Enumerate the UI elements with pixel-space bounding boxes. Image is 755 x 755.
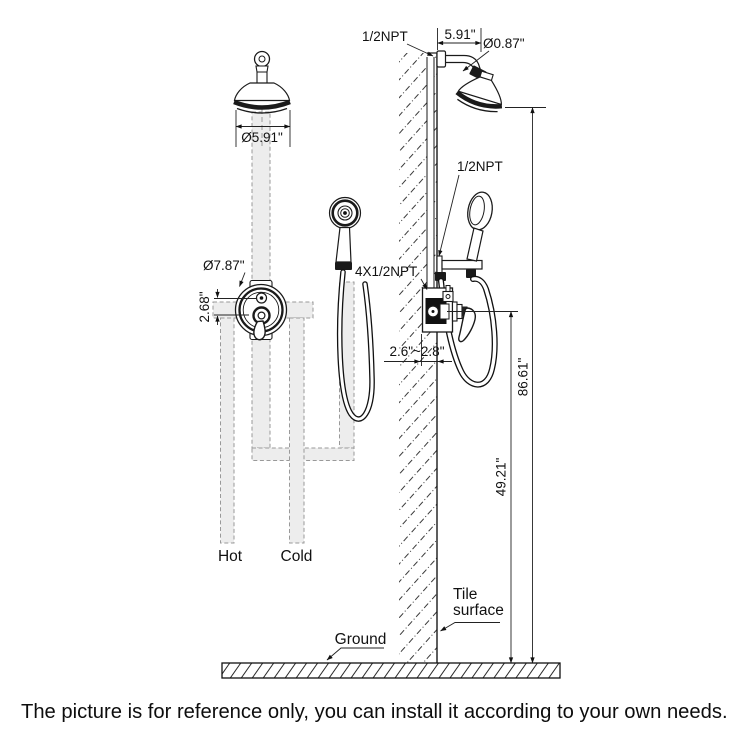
overhead-shower-front [233, 50, 291, 149]
hose-side-core [439, 277, 497, 387]
bracket-wall-flange [436, 255, 443, 275]
npt-4x-label: 4X1/2NPT [355, 264, 417, 279]
shower-head-side [455, 70, 503, 113]
npt-mid-leader [438, 174, 460, 257]
hand-shower-ring [331, 199, 359, 227]
dia-787-label: Ø7.87" [203, 258, 245, 273]
dim-268-label: 2.68" [197, 291, 212, 322]
valve-lever-side [458, 307, 477, 343]
hand-shower-ring2 [337, 205, 353, 221]
dim-591-label: 5.91" [444, 27, 475, 42]
shower-dome [233, 82, 291, 102]
hand-shower-nut [335, 262, 352, 270]
npt-mid-label: 1/2NPT [457, 159, 503, 174]
pipe-cold-supply [289, 317, 305, 544]
ground-leader [326, 647, 384, 661]
npt-top-leader [406, 43, 434, 57]
cold-label: Cold [281, 548, 313, 565]
valve-lever-front [253, 320, 266, 341]
valve-top-port [442, 290, 454, 303]
hand-shower-front [328, 196, 375, 422]
valve-port-dot [431, 310, 435, 313]
in-wall-pipe [426, 57, 435, 288]
tile-surface-label-line1: Tile [453, 586, 477, 603]
handle-hose-nut [466, 269, 476, 278]
hand-shower-center [343, 211, 347, 215]
reference-note: The picture is for reference only, you c… [21, 701, 728, 723]
hand-shower-head-side [467, 191, 493, 231]
ground [221, 662, 561, 679]
overhead-shower-side [436, 50, 503, 113]
hand-shower-side [435, 191, 498, 388]
shower-neck [255, 65, 269, 84]
concealed-pipes [212, 111, 355, 544]
dia-087-label: Ø0.87" [483, 36, 525, 51]
dia-087-leader [462, 50, 490, 72]
shower-arm-top [445, 54, 482, 71]
tile-surface-label-line2: surface [453, 602, 504, 619]
tile-surface-leader [440, 622, 500, 632]
shower-rim-band [233, 99, 291, 110]
diverter-button-dot [259, 296, 264, 300]
ball-joint [253, 50, 271, 68]
hand-shower-ring3 [340, 208, 350, 218]
npt-4x-leader [420, 278, 428, 290]
valve-top-pin [445, 285, 451, 292]
dim-26-28-label: 2.6"~2.8" [389, 344, 444, 359]
dimensions: 5.91" 1/2NPT Ø0.87" Ø5.91" 1/2NPT Ø7.87"… [197, 27, 546, 664]
hand-shower-handle-side [466, 227, 484, 262]
dia-591-label: Ø5.91" [241, 130, 283, 145]
hand-shower-handle [335, 226, 352, 263]
bracket-arm [441, 259, 483, 270]
valve-top-port-dot [445, 294, 451, 299]
shower-installation-diagram: 5.91" 1/2NPT Ø0.87" Ø5.91" 1/2NPT Ø7.87"… [197, 27, 561, 679]
wall-section [399, 52, 438, 663]
shower-rim-lip [236, 107, 288, 114]
valve-front [234, 279, 288, 341]
ground-label: Ground [335, 631, 387, 648]
dim-4921-label: 49.21" [494, 458, 509, 497]
hose-wall-nut [435, 272, 446, 281]
hose-front-core [338, 270, 374, 421]
arm-flange [436, 50, 447, 68]
pipe-hot-supply [220, 317, 235, 544]
hot-label: Hot [218, 548, 243, 565]
dim-8661-label: 86.61" [516, 358, 531, 397]
ground-hatch-bar [221, 662, 561, 679]
valve-handle-hub-inner [257, 311, 266, 320]
npt-top-label: 1/2NPT [362, 29, 408, 44]
ball-joint-inner [258, 55, 266, 63]
dia-787-leader [239, 272, 246, 287]
